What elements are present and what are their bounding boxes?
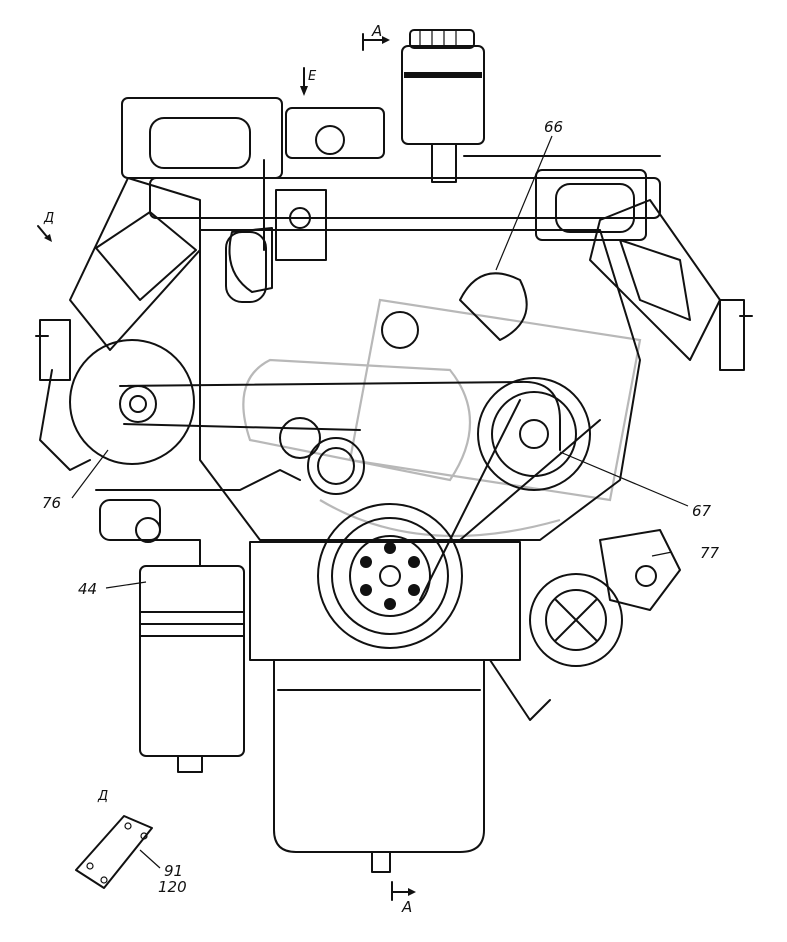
oil-filter: [129, 539, 245, 773]
water-pump-pulley: [477, 377, 591, 491]
part-label-66: 66: [544, 118, 563, 136]
leader-lines: [71, 135, 689, 869]
alternator: [39, 339, 195, 471]
part-label-44: 44: [78, 580, 97, 598]
part-label-120: 120: [158, 878, 187, 896]
upper-manifold: [121, 97, 661, 261]
view-arrow-e: E: [300, 67, 317, 96]
view-d-left-label: Д: [43, 211, 54, 226]
part-label-77: 77: [700, 544, 720, 562]
expansion-tank: [401, 29, 485, 183]
right-cylinder-bank: [589, 199, 753, 371]
section-a-bottom-label: A: [401, 898, 412, 916]
view-arrow-d-left: Д: [37, 211, 54, 242]
part-label-91: 91: [164, 862, 183, 880]
timing-cover: [199, 227, 641, 541]
oil-pan: [273, 659, 485, 873]
part-label-76: 76: [42, 494, 61, 512]
part-label-67: 67: [692, 502, 712, 520]
view-d-detail-label: Д: [97, 789, 108, 804]
drive-belt: [119, 380, 601, 601]
detail-view-d: Д: [75, 789, 153, 889]
section-mark-a-bottom: A: [391, 881, 416, 916]
section-mark-a-top: A: [362, 22, 390, 51]
view-e-label: E: [308, 69, 317, 84]
section-a-top-label: A: [371, 22, 382, 40]
left-pipework: [95, 469, 301, 543]
right-accessory-unit: [489, 529, 681, 721]
crankshaft-damper: [249, 503, 521, 661]
left-cylinder-bank: [35, 177, 201, 381]
